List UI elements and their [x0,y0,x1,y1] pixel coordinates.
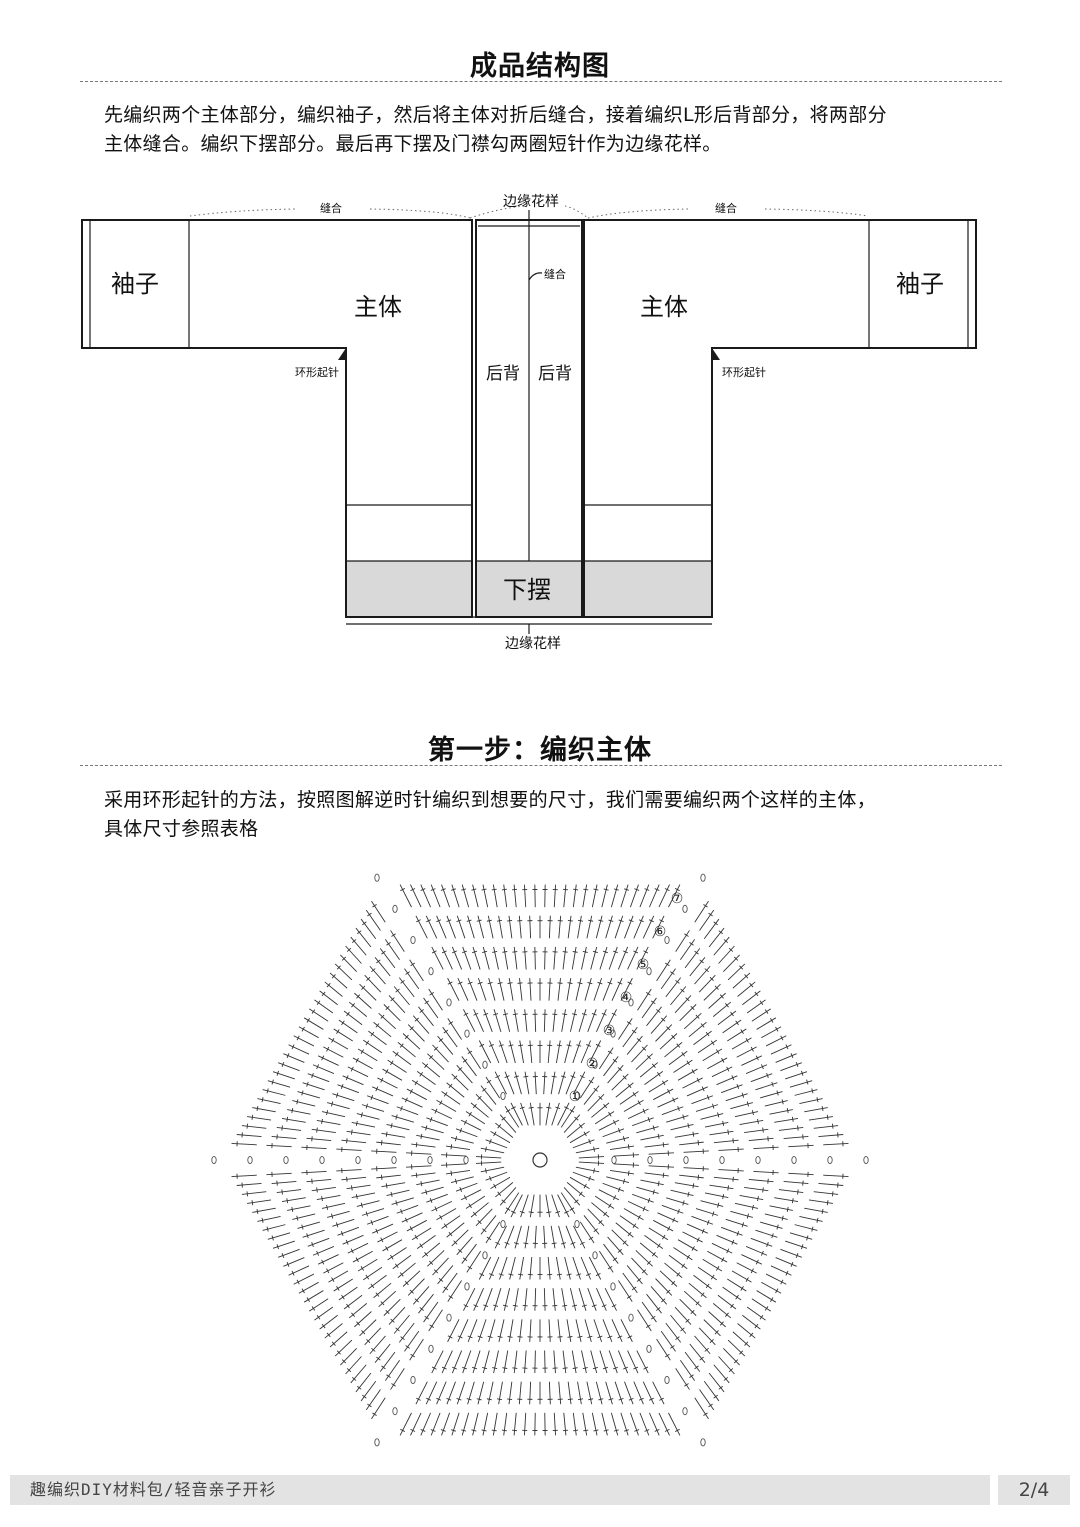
round-number-label: ② [586,1056,599,1072]
magic-ring [532,1152,548,1168]
seam-label: 缝合 [715,201,737,215]
sleeve-label: 袖子 [896,270,944,298]
body-label: 主体 [354,293,402,321]
step1-description: 采用环形起针的方法，按照图解逆时针编织到想要的尺寸，我们需要编织两个这样的主体，… [104,786,994,844]
seam-label: 缝合 [320,201,342,215]
crochet-hexagon-chart: ① ② ③ ④ ⑤ ⑥ ⑦ ⑧ [211,872,869,1447]
hem-label: 下摆 [503,576,551,604]
footer-title: 趣编织DIY材料包/轻音亲子开衫 [30,1480,277,1499]
seam-dotted-line [764,208,869,217]
round-number-label: ⑥ [654,924,667,940]
round-number-label: ④ [620,990,633,1006]
edge-pattern-label-bottom: 边缘花样 [505,636,561,652]
description-line: 先编织两个主体部分，编织袖子，然后将主体对折后缝合，接着编织L形后背部分，将两部… [104,104,887,126]
back-label: 后背 [486,364,520,384]
round-number-label: ③ [603,1023,616,1039]
crochet-round [355,998,725,1322]
seam-dotted-line [587,208,691,219]
section-title-structure: 成品结构图 [470,51,610,82]
ring-start-label: 环形起针 [722,365,766,379]
hem-band [347,561,711,616]
seam-label: 缝合 [544,267,566,281]
seam-dotted-line [369,208,471,219]
crochet-round [247,904,833,1416]
crochet-round [211,873,869,1447]
ring-start-arrow [712,348,720,360]
seam-dotted-line [564,205,589,219]
round-number-label: ① [569,1089,582,1105]
crochet-round [427,1060,653,1260]
crochet-round [283,935,797,1385]
edge-pattern-label-top: 边缘花样 [503,194,559,210]
footer-bar: 趣编织DIY材料包/轻音亲子开衫 [10,1475,990,1505]
ring-start-arrow [338,348,346,360]
dashed-divider [80,81,1002,82]
section-title-step1: 第一步：编织主体 [428,735,652,766]
sleeve-label: 袖子 [111,270,159,298]
crochet-round [319,967,761,1353]
ring-start-label: 环形起针 [295,365,339,379]
round-number-label: ⑧ [688,872,701,874]
page-number: 2/4 [998,1475,1070,1505]
garment-structure-diagram: 袖子 袖子 主体 主体 后背 后背 下摆 边缘花样 边缘花样 缝合 缝合 缝合 … [81,194,977,652]
seam-dotted-line [469,205,526,219]
structure-description: 先编织两个主体部分，编织袖子，然后将主体对折后缝合，接着编织L形后背部分，将两部… [104,101,994,159]
description-line: 采用环形起针的方法，按照图解逆时针编织到想要的尺寸，我们需要编织两个这样的主体， [104,789,877,811]
round-number-label: ⑤ [637,957,650,973]
round-number-label: ⑦ [671,891,684,907]
dashed-divider [80,765,1002,766]
back-label: 后背 [538,364,572,384]
body-label: 主体 [640,293,688,321]
crochet-round [391,1029,689,1291]
description-line: 具体尺寸参照表格 [104,818,259,840]
crochet-round [463,1091,617,1229]
seam-dotted-line [189,208,296,217]
description-line: 主体缝合。编织下摆部分。最后再下摆及门襟勾两圈短针作为边缘花样。 [104,133,722,155]
